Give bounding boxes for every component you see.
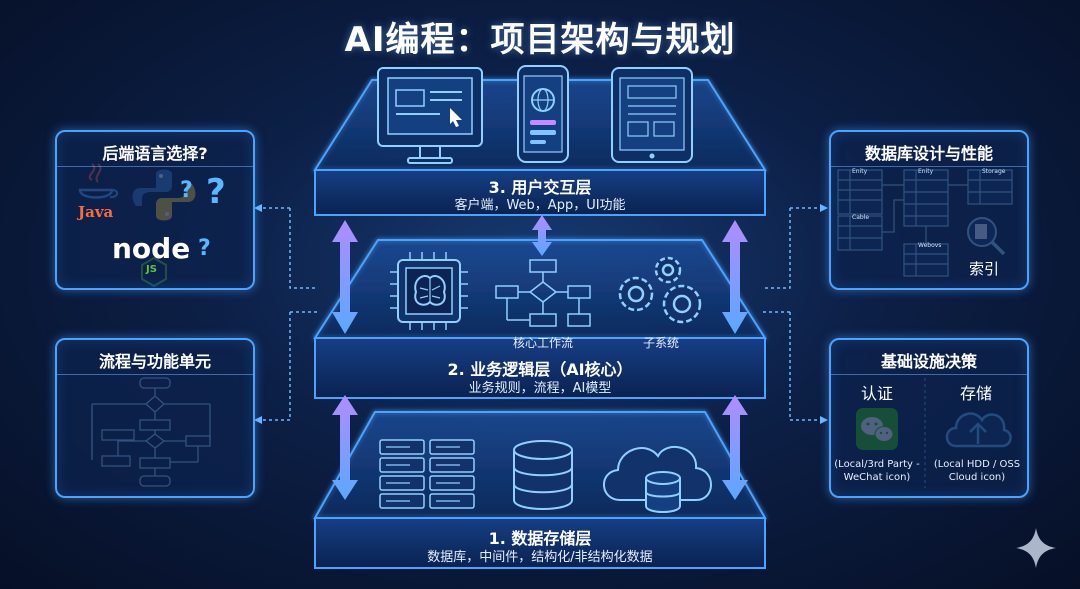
database-panel-title: 数据库设计与性能 [864, 144, 993, 163]
sparkle-icon [1016, 528, 1056, 568]
storage-label: 存储 [959, 384, 992, 403]
middle-layer-name: 2. 业务逻辑层（AI核心） [447, 360, 633, 379]
panel-connectors [260, 207, 822, 421]
flow-panel-title: 流程与功能单元 [98, 352, 211, 371]
auth-note: (Local/3rd Party - WeChat icon) [834, 459, 920, 483]
flow-units-panel: 流程与功能单元 [55, 338, 255, 498]
database-cylinder-icon [513, 440, 573, 510]
top-layer-desc: 客户端，Web，App，UI功能 [454, 198, 626, 213]
business-logic-layer [313, 239, 767, 399]
table-name-5: Webovs [918, 242, 942, 249]
index-label: 索引 [968, 260, 999, 278]
table-name-2: Enity [918, 168, 934, 175]
backend-panel-title: 后端语言选择? [102, 144, 208, 163]
infrastructure-panel: 基础设施决策 [829, 338, 1029, 498]
page-title: AI编程：项目架构与规划 [344, 20, 736, 60]
workflow-diagram-icon [495, 259, 591, 327]
workflow-label: 核心工作流 [512, 336, 573, 350]
server-rack-icon [379, 439, 475, 509]
js-label: JS [146, 264, 157, 275]
cloud-database-icon [603, 446, 712, 513]
desktop-monitor-icon [377, 67, 483, 164]
bottom-layer-desc: 数据库，中间件，结构化/非结构化数据 [427, 550, 653, 565]
panel-divider [831, 166, 1027, 167]
panel-divider [57, 374, 253, 375]
table-name-3: Storage [982, 168, 1006, 175]
middle-layer-desc: 业务规则，流程，AI模型 [468, 381, 612, 396]
infra-panel-title: 基础设施决策 [880, 352, 977, 371]
smartphone-icon [517, 65, 569, 163]
database-design-panel: 数据库设计与性能 [829, 130, 1029, 290]
panel-divider [57, 166, 253, 167]
tablet-icon [611, 67, 693, 163]
bottom-layer-name: 1. 数据存储层 [488, 529, 592, 548]
subsystem-label: 子系统 [642, 336, 679, 350]
node-label: node [112, 232, 191, 265]
panel-divider [831, 374, 1027, 375]
gears-icon [618, 256, 702, 324]
ai-brain-chip-icon [390, 252, 468, 330]
backend-language-panel: 后端语言选择? [55, 130, 255, 290]
table-name-4: Cable [852, 214, 870, 221]
big-question-mark: ? [206, 172, 226, 212]
node-question-mark: ? [198, 236, 211, 261]
java-label: Java [78, 203, 114, 221]
storage-note: (Local HDD / OSS Cloud icon) [933, 459, 1021, 483]
auth-label: 认证 [860, 384, 893, 403]
top-layer-name: 3. 用户交互层 [488, 178, 592, 197]
layer-arrows [332, 215, 748, 500]
python-question-mark: ? [180, 178, 193, 203]
table-name-1: Enity [852, 168, 868, 175]
